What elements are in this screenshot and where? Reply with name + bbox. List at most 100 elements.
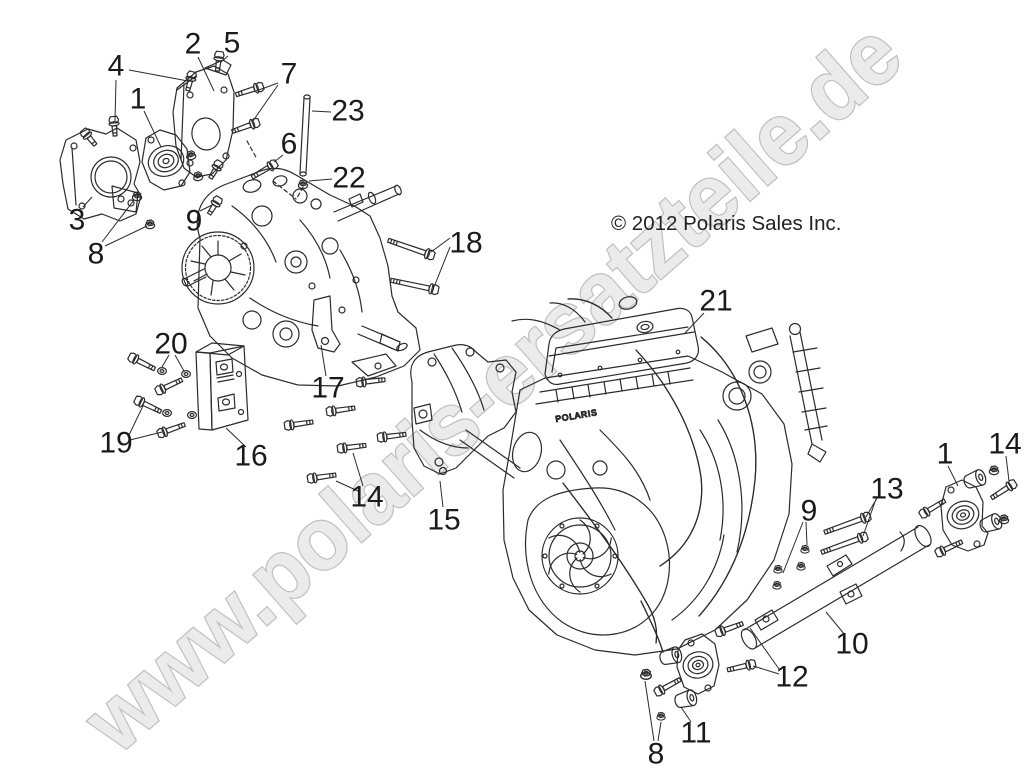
callout-14-leader [335,480,359,492]
bolt-14-right [988,477,1019,503]
callout-8-leader [104,225,148,247]
callout-16: 16 [234,440,267,473]
callout-9-leader [199,204,213,212]
callout-2-leader [197,56,215,92]
callout-23: 23 [331,95,364,128]
bolt-13a [822,510,873,538]
callout-3-leader [82,196,93,208]
bolt-bracket3 [78,126,100,149]
callout-7-leader [255,82,279,92]
callout-20: 20 [154,328,187,361]
callout-9-leader [782,521,804,574]
bolts-12 [713,618,758,676]
callout-8-leader [101,199,135,243]
callout-22: 22 [332,162,365,195]
mount-spacer-block-16 [195,342,249,431]
callout-15-leader [439,480,444,508]
front-engine-mount-1 [141,129,191,191]
callout-1-leader [947,465,959,487]
callout-14: 14 [350,481,383,514]
bolt-mount-top [917,495,949,521]
bolt-9-left [204,194,225,218]
callout-19-leader [129,431,163,441]
callout-15: 15 [427,504,460,537]
callout-6-leader [273,154,284,163]
callout-9-leader [805,521,808,546]
callout-13-leader [862,498,877,537]
front-mount-bracket-right-2 [172,59,235,178]
callout-23-leader [311,110,332,113]
watermark-text: www.polaris-ersatzteile.de [64,3,919,771]
callout-11-leader [680,706,692,723]
callout-1: 1 [937,438,954,471]
bolts-19-washers-20 [126,350,197,440]
crossbar-tube-10 [740,524,932,650]
rear-engine-mount-1 [772,465,1019,590]
callout-1-leader [143,110,162,148]
callout-18: 18 [449,227,482,260]
callout-18-leader [430,237,451,253]
nut-9d [772,580,782,590]
callout-17: 17 [311,372,344,405]
callout-5: 5 [224,27,241,60]
rod-23 [299,94,311,177]
callout-22-leader [308,178,333,182]
callout-19-leader [127,405,144,438]
bolt-13b [819,530,870,558]
front-mount-bracket-left-3 [59,127,142,222]
nut-9c [773,564,783,574]
callout-8-leader [657,721,662,742]
callout-20-leader [174,354,185,372]
callout-12: 12 [775,661,808,694]
bolt-under-bracket2 [205,158,226,182]
callout-7: 7 [281,58,298,91]
callout-12-leader [749,627,780,670]
callout-21-leader [684,312,705,334]
callout-1: 1 [130,83,147,116]
bolts-18 [385,234,441,297]
callout-8: 8 [648,738,665,771]
callout-9: 9 [186,205,203,238]
bolt-19c [132,394,164,417]
bolt-19a [126,350,158,375]
washer-19b [187,411,197,419]
callout-5-leader [220,55,229,63]
bolt-4b [107,115,121,137]
callout-11: 11 [680,717,711,750]
callout-8: 8 [88,238,105,271]
nut-14b [998,514,1010,525]
engine-brand-label: POLARIS [555,407,599,424]
callout-19: 19 [99,427,132,460]
copyright-text: © 2012 Polaris Sales Inc. [611,212,841,235]
engine-bracket-15 [410,344,521,479]
callout-10: 10 [835,628,868,661]
nut-8-bottom-a [640,668,652,680]
callout-2: 2 [185,28,202,61]
nut-9a [800,544,810,554]
callout-8-leader [644,680,655,742]
callout-6: 6 [281,128,298,161]
nut-14a [988,465,1000,476]
callout-18-leader [433,246,451,288]
callout-21: 21 [699,285,732,318]
callout-3: 3 [69,204,86,237]
callout-16-leader [225,427,247,448]
callout-4-leader [114,79,117,122]
bolt-19b [153,374,185,397]
nut-stud-a [185,149,197,161]
callout-9: 9 [801,495,818,528]
washer-20b [181,370,191,378]
washer-19a [162,409,172,417]
callout-13: 13 [870,473,903,506]
nut-8-bottom-b [656,711,666,721]
callout-20-leader [161,354,170,368]
callout-14-leader [1005,455,1010,482]
callout-7-leader [252,84,279,122]
callout-10-leader [825,611,846,636]
washer-20a [157,367,167,375]
lower-engine-mount [640,633,720,721]
callout-4-leader [128,69,189,82]
